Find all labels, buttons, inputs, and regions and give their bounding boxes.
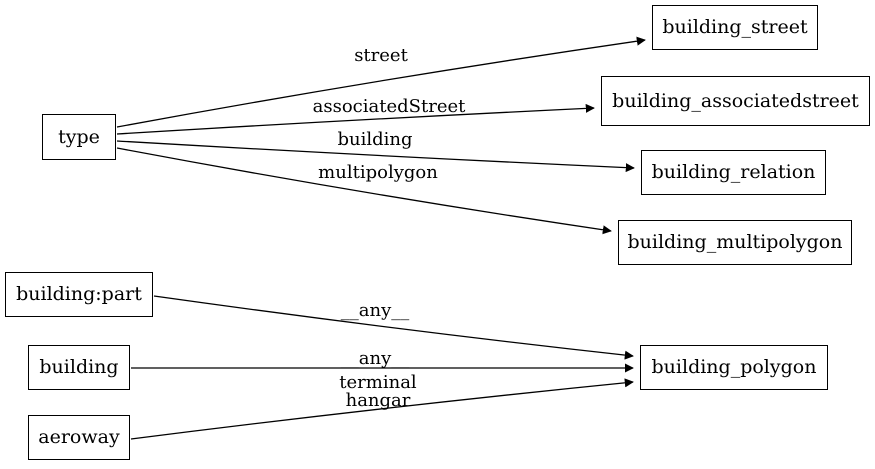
node-building-polygon[interactable]: building_polygon <box>640 345 828 390</box>
node-type-label: type <box>58 125 100 148</box>
edge-label-aeroway-hangar: hangar <box>345 390 411 411</box>
node-building-associatedstreet-label: building_associatedstreet <box>612 89 859 112</box>
node-building-label: building <box>39 356 119 378</box>
edge-part-any <box>153 295 634 360</box>
node-aeroway-label: aeroway <box>38 426 120 448</box>
edge-label-building-any: __any__ <box>340 348 410 369</box>
edge-label-part-any: __any__ <box>340 300 410 321</box>
node-aeroway[interactable]: aeroway <box>28 415 130 460</box>
node-building-relation-label: building_relation <box>651 161 816 183</box>
node-building[interactable]: building <box>28 345 130 390</box>
node-building-part-label: building:part <box>16 283 142 305</box>
edge-type-associatedstreet <box>116 103 595 135</box>
node-building-multipolygon-label: building_multipolygon <box>627 231 843 253</box>
edge-label-building: building <box>337 129 413 150</box>
node-building-relation[interactable]: building_relation <box>641 150 826 195</box>
edge-aeroway-terminal-hangar <box>130 378 634 440</box>
node-building-part[interactable]: building:part <box>5 272 153 317</box>
node-building-associatedstreet[interactable]: building_associatedstreet <box>601 76 870 126</box>
edge-label-associatedstreet: associatedStreet <box>312 96 466 117</box>
edge-type-multipolygon <box>116 147 612 235</box>
node-building-street[interactable]: building_street <box>652 5 818 50</box>
edge-label-aeroway-terminal: terminal <box>339 372 417 393</box>
node-building-polygon-label: building_polygon <box>651 356 817 378</box>
edge-label-street: street <box>354 45 408 66</box>
edge-type-street <box>116 36 646 128</box>
node-type[interactable]: type <box>42 114 116 160</box>
node-building-street-label: building_street <box>662 16 808 38</box>
edge-type-building <box>116 140 635 173</box>
edge-label-aeroway-values: terminal hangar <box>339 374 416 410</box>
node-building-multipolygon[interactable]: building_multipolygon <box>618 220 852 265</box>
edge-label-multipolygon: multipolygon <box>318 162 438 183</box>
